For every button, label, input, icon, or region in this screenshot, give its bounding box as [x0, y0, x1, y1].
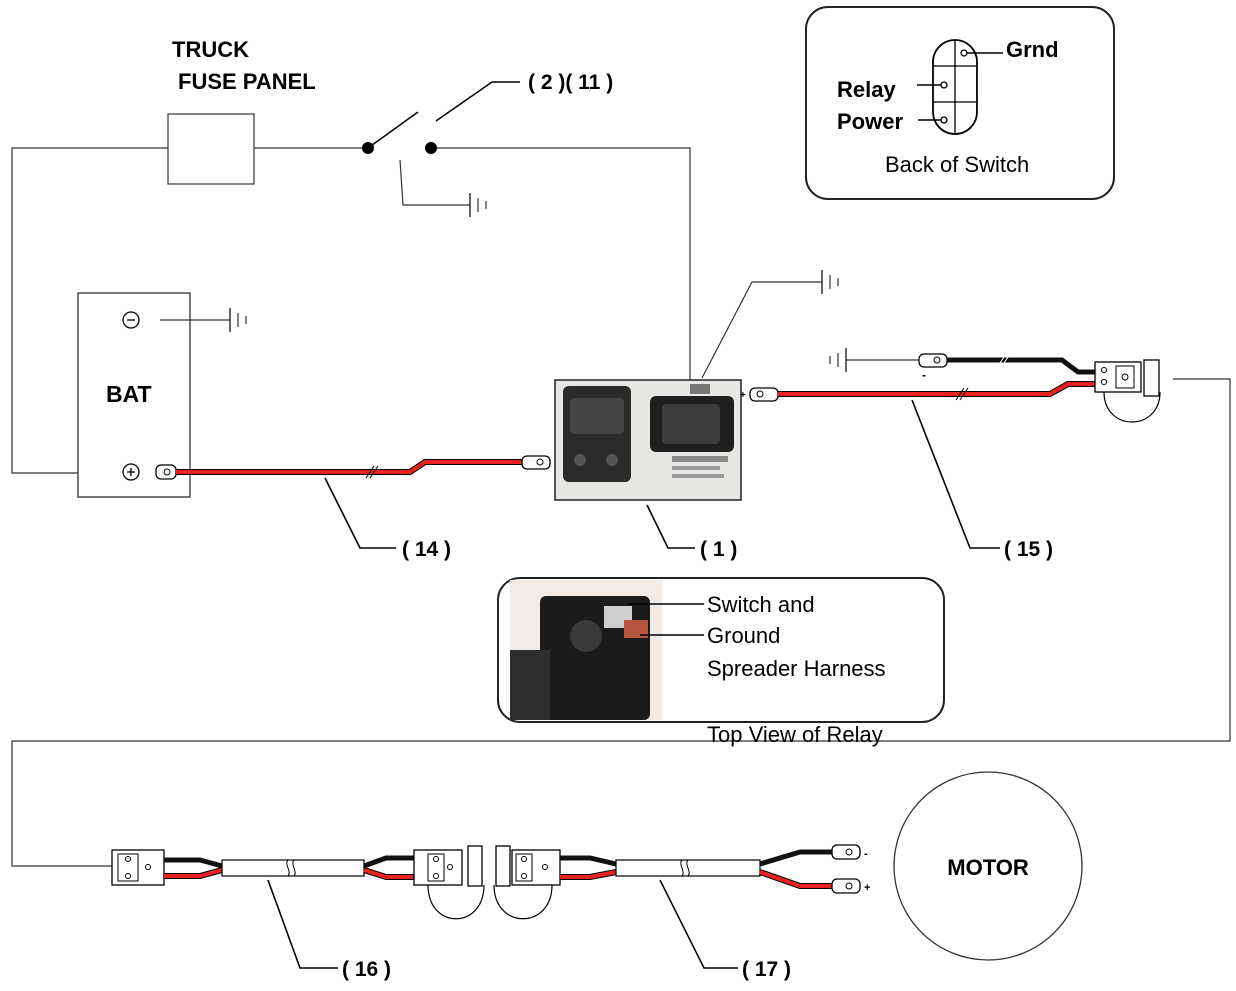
relay-detail-caption: Top View of Relay	[707, 722, 883, 747]
cable-17	[493, 844, 861, 920]
harness-ground-symbol	[829, 348, 847, 372]
switch-ground-symbol	[469, 193, 487, 217]
callout-14-leader	[324, 477, 396, 549]
battery-ground-symbol	[229, 308, 247, 332]
relay-ground-symbol	[821, 270, 839, 294]
relay-plus-sign: +	[740, 390, 746, 401]
motor-neg-sign: -	[864, 848, 868, 860]
switch-back-icon	[917, 39, 1003, 135]
relay-unit	[554, 379, 742, 501]
callout-15: ( 15 )	[1004, 538, 1053, 561]
switch-callout-leader	[435, 81, 493, 122]
motor-pos-sign: +	[864, 882, 870, 894]
switch-relay-label: Relay	[837, 77, 896, 102]
switch-to-relay-wire	[431, 147, 691, 380]
switch-power-label: Power	[837, 109, 903, 134]
switch-ground-wire	[399, 159, 470, 206]
callout-17-leader	[659, 879, 738, 969]
switch-contact-right	[425, 142, 437, 154]
switch-detail-caption: Back of Switch	[885, 152, 1029, 177]
plug-to-harness-wire	[11, 378, 1231, 867]
motor-label: MOTOR	[947, 855, 1029, 880]
fuse-panel-title-1: TRUCK	[172, 37, 249, 62]
relay-photo	[510, 580, 662, 720]
callout-1-leader	[646, 504, 695, 549]
switch-callout: ( 2 )( 11 )	[528, 71, 613, 94]
cable-15-plug	[1094, 359, 1161, 423]
fuse-panel-title-2: FUSE PANEL	[178, 69, 316, 94]
callout-16-leader	[267, 879, 338, 969]
callout-14: ( 14 )	[402, 538, 451, 561]
callout-17: ( 17 )	[742, 958, 791, 981]
fuse-panel-box	[167, 113, 255, 185]
cable-14	[155, 455, 551, 480]
battery-positive-to-fuse-wire	[11, 147, 168, 474]
callout-15-leader	[911, 399, 1000, 549]
motor-circle	[893, 771, 1083, 961]
relay-detail-line-2: Ground	[707, 623, 780, 648]
relay-detail-line-3: Spreader Harness	[707, 656, 886, 681]
relay-detail-line-1: Switch and	[707, 592, 815, 617]
switch-grnd-label: Grnd	[1006, 37, 1059, 62]
battery-label: BAT	[106, 381, 152, 407]
relay-ground-wire	[701, 281, 753, 379]
harness-minus-sign: -	[922, 368, 926, 382]
cable-16	[111, 845, 485, 920]
switch-lever	[367, 111, 419, 149]
callout-1: ( 1 )	[700, 538, 737, 561]
callout-16: ( 16 )	[342, 958, 391, 981]
